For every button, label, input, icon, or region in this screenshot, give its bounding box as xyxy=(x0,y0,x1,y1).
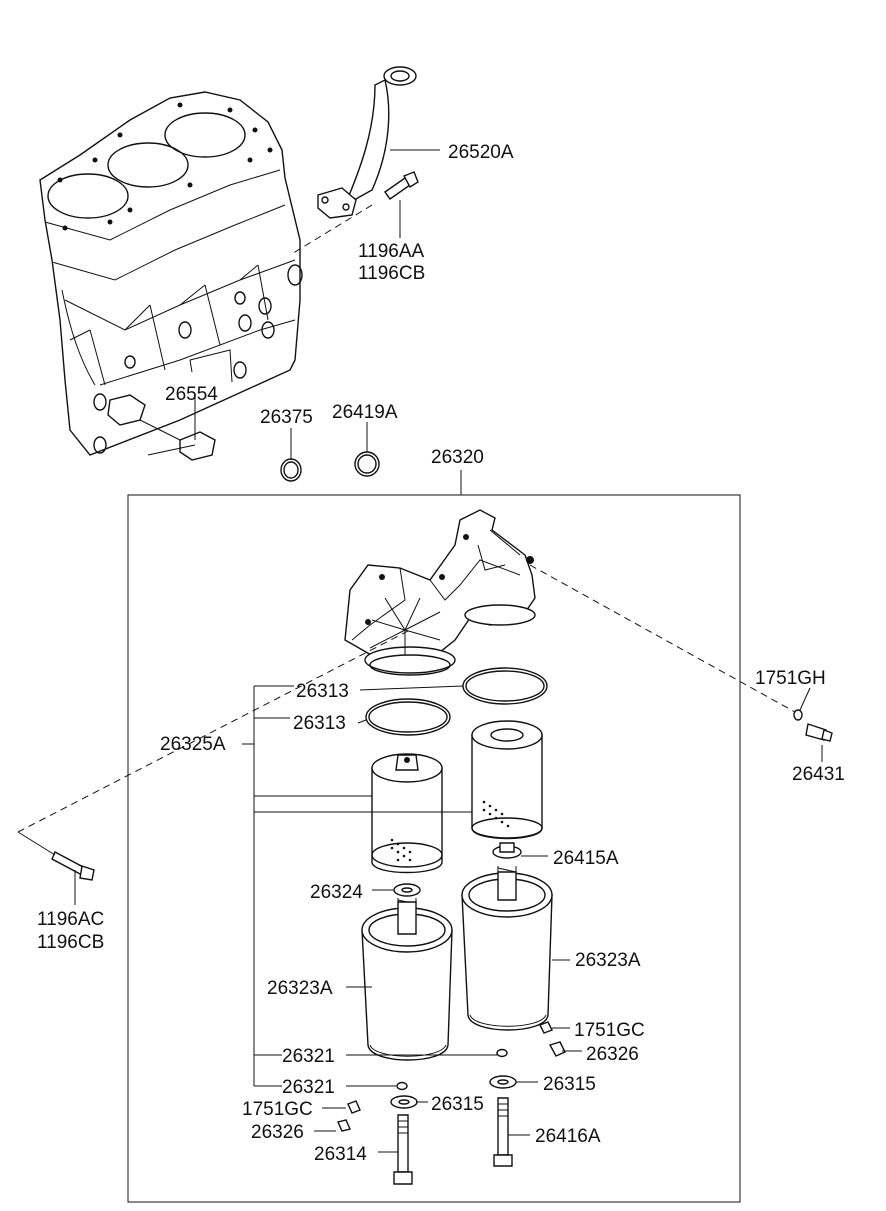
engine-block xyxy=(39,91,303,461)
label-26554: 26554 xyxy=(165,384,218,405)
label-26323A-left: 26323A xyxy=(267,978,333,999)
washer-26324 xyxy=(393,883,421,897)
label-26520A: 26520A xyxy=(448,142,514,163)
label-26320: 26320 xyxy=(431,447,484,468)
label-26324: 26324 xyxy=(310,882,363,903)
label-26326-left: 26326 xyxy=(251,1122,304,1143)
bolt-1196AC xyxy=(51,851,95,881)
label-26315-left: 26315 xyxy=(431,1094,484,1115)
bolt-1196AA xyxy=(384,171,419,200)
label-26323A-right: 26323A xyxy=(575,950,641,971)
bolt-26416A xyxy=(493,1097,513,1167)
label-26313-b: 26313 xyxy=(293,713,346,734)
label-26314: 26314 xyxy=(314,1144,367,1165)
label-26326-right: 26326 xyxy=(586,1044,639,1065)
label-26325A: 26325A xyxy=(160,734,226,755)
dipstick-tube xyxy=(317,66,417,219)
filter-element-right xyxy=(471,720,543,840)
gasket-26313-right xyxy=(462,667,548,705)
label-26419A: 26419A xyxy=(332,402,398,423)
label-1751GC-left: 1751GC xyxy=(242,1099,313,1120)
label-26416A: 26416A xyxy=(535,1126,601,1147)
label-26315-right: 26315 xyxy=(543,1074,596,1095)
label-26321-b: 26321 xyxy=(282,1077,335,1098)
label-26415A: 26415A xyxy=(553,848,619,869)
filter-can-right xyxy=(461,871,553,1031)
label-1196AA: 1196AA xyxy=(358,241,425,262)
label-1196AC: 1196AC xyxy=(37,909,104,930)
leader-lines xyxy=(74,149,823,1153)
label-1196CB-top: 1196CB xyxy=(358,263,425,284)
label-1751GH: 1751GH xyxy=(755,668,826,689)
label-1196CB-left: 1196CB xyxy=(37,932,104,953)
label-1751GC-right: 1751GC xyxy=(574,1020,645,1041)
filter-can-left xyxy=(361,901,453,1061)
gasket-26313-left xyxy=(365,698,451,736)
label-26321-a: 26321 xyxy=(282,1046,335,1067)
filter-head xyxy=(344,509,536,676)
label-26313-a: 26313 xyxy=(296,681,349,702)
bolt-26314 xyxy=(393,1114,413,1185)
assembly-frame xyxy=(127,494,741,1203)
label-26431: 26431 xyxy=(792,764,845,785)
filter-element-left xyxy=(371,753,443,874)
label-26375: 26375 xyxy=(260,407,313,428)
